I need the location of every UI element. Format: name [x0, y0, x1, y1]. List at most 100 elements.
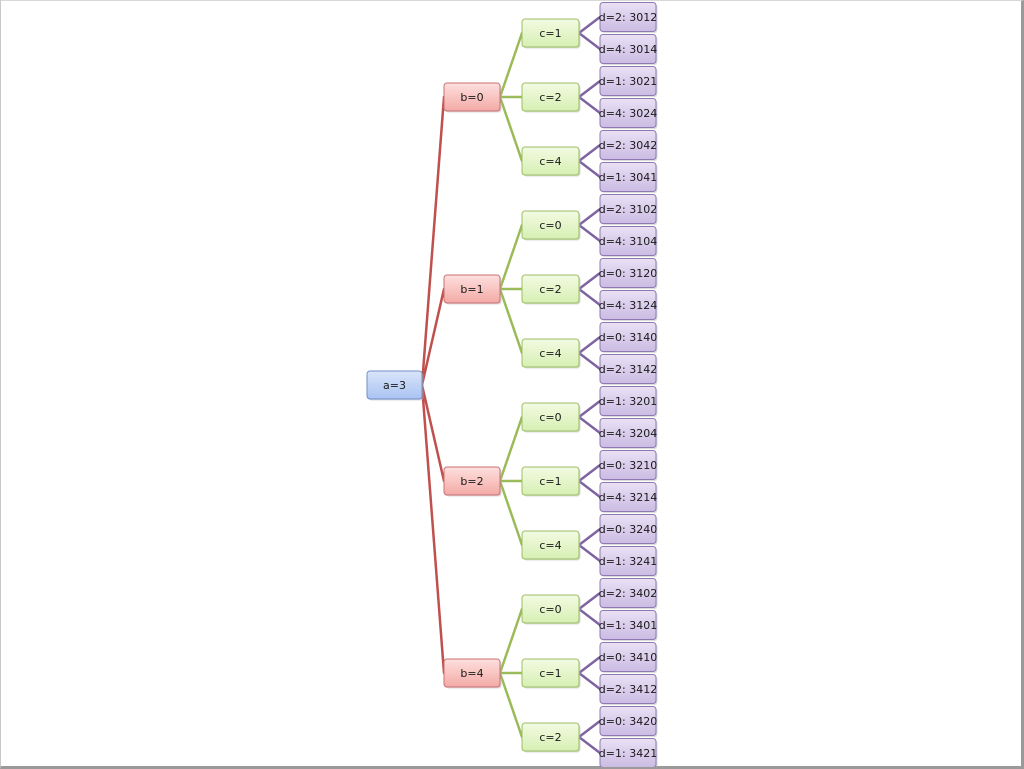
link-b-to-c	[498, 607, 524, 675]
node-box	[521, 722, 580, 752]
node-box	[599, 2, 657, 32]
node-label: b=0	[460, 91, 483, 104]
node-box	[443, 274, 501, 304]
connector-lines	[420, 15, 602, 755]
node-b4-c1: c=1	[521, 658, 581, 689]
link-c-to-d	[577, 159, 602, 179]
link-c-to-d	[577, 287, 602, 307]
node-box	[443, 466, 501, 496]
node-b2-c4: c=4	[521, 530, 581, 561]
node-b4-c2: c=2	[521, 722, 581, 753]
leaf-node-3140: d=0: 3140	[599, 322, 658, 353]
node-label: b=2	[460, 475, 483, 488]
node-label: d=2: 3142	[599, 363, 657, 376]
leaf-node-3241: d=1: 3241	[599, 546, 658, 577]
node-box	[599, 130, 657, 160]
leaf-node-3402: d=2: 3402	[599, 578, 658, 609]
node-label: c=1	[539, 667, 561, 680]
node-label: d=1: 3401	[599, 619, 657, 632]
node-box	[599, 354, 657, 384]
link-root-to-b	[420, 383, 446, 675]
node-b2: b=2	[443, 466, 502, 497]
link-c-to-d	[577, 15, 602, 35]
link-b-to-c	[498, 671, 524, 739]
node-box	[599, 194, 657, 224]
node-box	[599, 34, 657, 64]
link-c-to-d	[577, 655, 602, 675]
leaf-node-3124: d=4: 3124	[599, 290, 658, 321]
node-label: c=4	[539, 155, 561, 168]
node-label: d=4: 3214	[599, 491, 657, 504]
node-label: d=2: 3402	[599, 587, 657, 600]
leaf-node-3120: d=0: 3120	[599, 258, 658, 289]
node-label: d=0: 3120	[599, 267, 657, 280]
leaf-node-3104: d=4: 3104	[599, 226, 658, 257]
node-box	[366, 370, 423, 400]
link-root-to-b	[420, 287, 446, 387]
node-box	[521, 466, 580, 496]
node-box	[599, 162, 657, 192]
node-b0-c1: c=1	[521, 18, 581, 49]
node-box	[599, 706, 657, 736]
node-box	[599, 642, 657, 672]
node-box	[521, 338, 580, 368]
leaf-node-3240: d=0: 3240	[599, 514, 658, 545]
link-c-to-d	[577, 351, 602, 371]
node-box	[521, 210, 580, 240]
root-node: a=3	[366, 370, 424, 401]
link-root-to-b	[420, 95, 446, 387]
link-c-to-d	[577, 591, 602, 611]
node-box	[599, 610, 657, 640]
leaf-node-3421: d=1: 3421	[599, 738, 658, 767]
link-c-to-d	[577, 143, 602, 163]
node-label: d=2: 3102	[599, 203, 657, 216]
link-c-to-d	[577, 479, 602, 499]
node-label: d=0: 3140	[599, 331, 657, 344]
node-b1-c4: c=4	[521, 338, 581, 369]
node-b0-c4: c=4	[521, 146, 581, 177]
node-label: d=0: 3210	[599, 459, 657, 472]
node-label: b=4	[460, 667, 483, 680]
node-box	[599, 226, 657, 256]
node-box	[521, 18, 580, 48]
node-label: d=4: 3024	[599, 107, 657, 120]
node-box	[521, 658, 580, 688]
link-c-to-d	[577, 335, 602, 355]
leaf-node-3410: d=0: 3410	[599, 642, 658, 673]
node-box	[443, 658, 501, 688]
node-box	[599, 418, 657, 448]
link-c-to-d	[577, 415, 602, 435]
node-box	[599, 386, 657, 416]
node-box	[599, 258, 657, 288]
node-label: d=0: 3240	[599, 523, 657, 536]
link-root-to-b	[420, 383, 446, 483]
node-label: b=1	[460, 283, 483, 296]
link-c-to-d	[577, 719, 602, 739]
leaf-node-3214: d=4: 3214	[599, 482, 658, 513]
link-c-to-d	[577, 271, 602, 291]
node-label: c=4	[539, 539, 561, 552]
node-b1: b=1	[443, 274, 502, 305]
leaf-node-3012: d=2: 3012	[599, 2, 658, 33]
node-label: c=2	[539, 91, 561, 104]
node-label: d=2: 3012	[599, 11, 657, 24]
link-c-to-d	[577, 735, 602, 755]
node-box	[599, 482, 657, 512]
node-label: d=0: 3420	[599, 715, 657, 728]
link-b-to-c	[498, 415, 524, 483]
leaf-node-3021: d=1: 3021	[599, 66, 658, 97]
node-label: d=1: 3201	[599, 395, 657, 408]
node-box	[599, 578, 657, 608]
leaf-node-3204: d=4: 3204	[599, 418, 658, 449]
node-label: d=1: 3241	[599, 555, 657, 568]
link-c-to-d	[577, 527, 602, 547]
link-c-to-d	[577, 671, 602, 691]
link-b-to-c	[498, 31, 524, 99]
leaf-node-3042: d=2: 3042	[599, 130, 658, 161]
node-box	[521, 402, 580, 432]
link-b-to-c	[498, 95, 524, 163]
node-b4: b=4	[443, 658, 502, 689]
link-c-to-d	[577, 207, 602, 227]
link-c-to-d	[577, 463, 602, 483]
leaf-node-3401: d=1: 3401	[599, 610, 658, 641]
